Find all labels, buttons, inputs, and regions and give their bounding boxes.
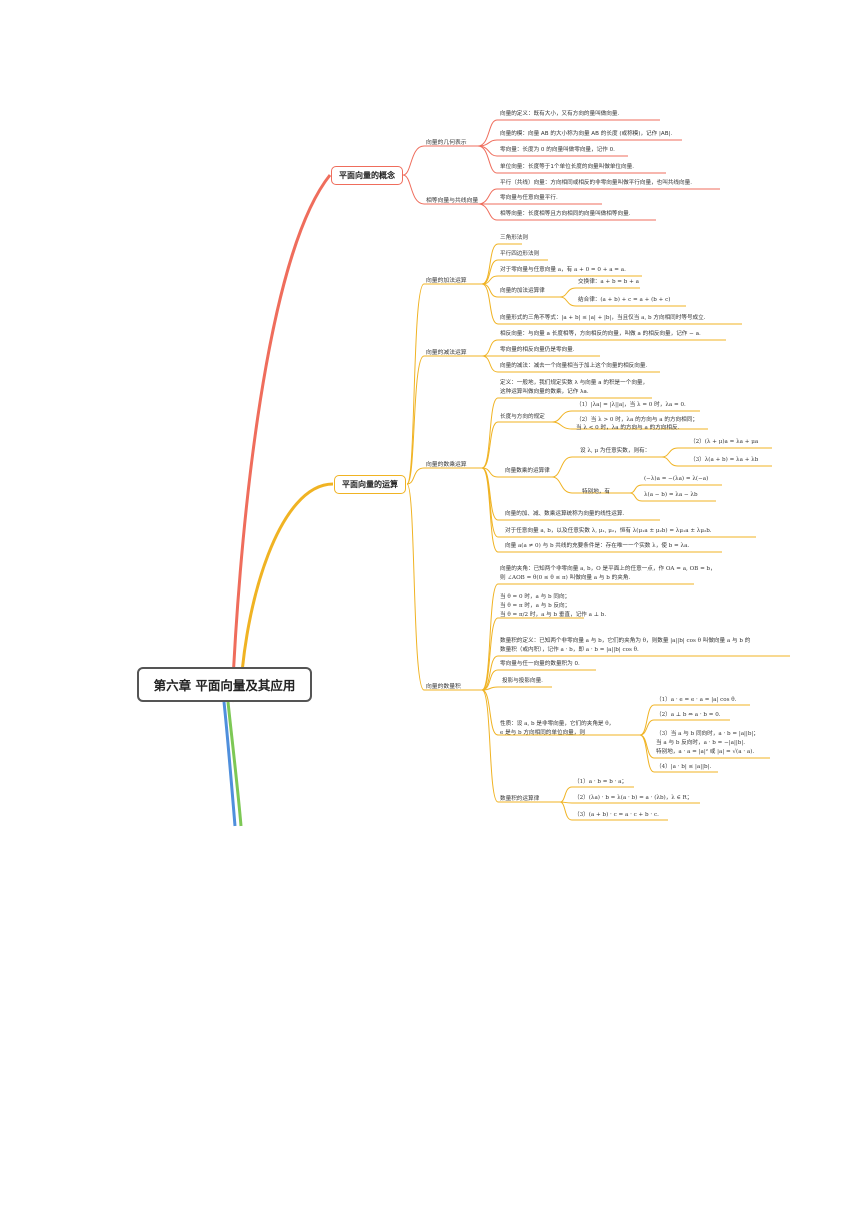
leaf-linear-identity: 对于任意向量 a, b，以及任意实数 λ, μ₁, μ₂，恒有 λ(μ₁a ± … — [505, 528, 712, 534]
leaf-vector-definition: 向量的定义：既有大小，又有方向的量叫做向量. — [500, 111, 620, 117]
leaf-projection: 投影与投影向量. — [502, 678, 543, 684]
leaf-vector-magnitude: 向量的模：向量 AB 的大小称为向量 AB 的长度 (或称模)，记作 |AB|. — [500, 131, 673, 137]
concept-connectors — [402, 119, 720, 221]
leaf-property-3b: 当 a 与 b 反向时，a · b = −|a||b|. — [656, 740, 746, 746]
leaf-let-lambda-mu: 设 λ, μ 为任意实数，则有： — [580, 448, 651, 454]
leaf-length-direction: 长度与方向的规定 — [500, 414, 545, 420]
branch-operations-line — [238, 482, 334, 703]
leaf-theta-half-pi: 当 θ = π/2 时，a 与 b 垂直，记作 a ⊥ b. — [500, 612, 607, 618]
leaf-scalar-def-2: 这种运算叫做向量的数乘，记作 λa. — [500, 389, 589, 395]
operations-connectors — [406, 243, 790, 821]
leaf-zero-dot: 零向量与任一向量的数量积为 0. — [500, 661, 580, 667]
root-topic[interactable]: 第六章 平面向量及其应用 — [137, 667, 312, 702]
leaf-angle-def-1: 向量的夹角：已知两个非零向量 a, b，O 是平面上的任意一点，作 OA = a… — [500, 566, 716, 572]
leaf-length-rule-2b: 当 λ < 0 时，λa 的方向与 a 的方向相反. — [576, 425, 680, 431]
leaf-unit-vector: 单位向量：长度等于1个单位长度的向量叫做单位向量. — [500, 164, 634, 170]
leaf-associative-law: 结合律：(a + b) + c = a + (b + c) — [578, 297, 671, 303]
leaf-theta-0: 当 θ = 0 时，a 与 b 同向； — [500, 594, 571, 600]
leaf-properties-2: e 是与 b 方向相同的单位向量，则 — [500, 730, 585, 736]
leaf-property-4: （4）|a · b| ≤ |a||b|. — [656, 764, 712, 770]
leaf-theta-pi: 当 θ = π 时，a 与 b 反向； — [500, 603, 571, 609]
leaf-length-rule-2a: （2）当 λ > 0 时，λa 的方向与 a 的方向相同； — [576, 417, 698, 423]
leaf-property-1: （1）a · e = e · a = |a| cos θ. — [656, 697, 737, 703]
leaf-property-2: （2）a ⊥ b ⇔ a · b = 0. — [656, 712, 721, 718]
topic-operations[interactable]: 平面向量的运算 — [334, 475, 406, 494]
topic-dot-product[interactable]: 向量的数量积 — [426, 684, 461, 690]
leaf-equal-vectors: 相等向量：长度相等且方向相同的向量叫做相等向量. — [500, 211, 631, 217]
leaf-dot-law-2: （2）(λa) · b = λ(a · b) = a · (λb)，λ ∈ R； — [574, 795, 693, 801]
topic-equal-collinear-vectors[interactable]: 相等向量与共线向量 — [426, 198, 479, 204]
leaf-special-1: (−λ)a = −(λa) = λ(−a) — [644, 476, 709, 482]
leaf-length-rule-1: （1）|λa| = |λ||a|，当 λ = 0 时，λa = 0. — [576, 402, 686, 408]
branch-green-line — [226, 701, 243, 827]
branch-blue-line — [222, 701, 237, 827]
leaf-properties-1: 性质：设 a, b 是非零向量，它们的夹角是 θ， — [500, 721, 615, 727]
leaf-zero-parallel: 零向量与任意向量平行. — [500, 195, 558, 201]
leaf-linear-operations: 向量的加、减、数乘运算统称为向量的线性运算. — [505, 511, 625, 517]
leaf-special-2: λ(a − b) = λa − λb — [644, 492, 698, 498]
leaf-zero-vector: 零向量：长度为 0 的向量叫做零向量，记作 0. — [500, 147, 615, 153]
leaf-zero-opposite: 零向量的相反向量仍是零向量. — [500, 347, 575, 353]
leaf-scalar-law-3: （3）λ(a + b) = λa + λb — [690, 457, 759, 463]
leaf-collinear-condition: 向量 a(a ≠ 0) 与 b 共线的充要条件是：存在唯一一个实数 λ，使 b … — [505, 543, 690, 549]
topic-geometric-representation[interactable]: 向量的几何表示 — [426, 140, 467, 146]
leaf-opposite-vector: 相反向量：与向量 a 长度相等，方向相反的向量，叫做 a 的相反向量，记作 − … — [500, 331, 701, 337]
leaf-special-case: 特别地，有 — [582, 489, 610, 495]
leaf-angle-def-2: 则 ∠AOB = θ(0 ≤ θ ≤ π) 叫做向量 a 与 b 的夹角. — [500, 575, 631, 581]
leaf-triangle-rule: 三角形法则 — [500, 235, 528, 241]
branch-concept-line — [230, 174, 332, 703]
topic-addition[interactable]: 向量的加法运算 — [426, 278, 467, 284]
leaf-triangle-inequality: 向量形式的三角不等式：|a + b| ≤ |a| + |b|，当且仅当 a, b… — [500, 315, 706, 321]
leaf-parallel-vectors: 平行（共线）向量：方向相同或相反的非零向量叫做平行向量，也叫共线向量. — [500, 180, 692, 186]
topic-scalar-multiplication[interactable]: 向量的数乘运算 — [426, 462, 467, 468]
leaf-scalar-law-2: （2）(λ + μ)a = λa + μa — [690, 439, 759, 445]
leaf-parallelogram-rule: 平行四边形法则 — [500, 251, 540, 257]
leaf-property-3a: （3）当 a 与 b 同向时，a · b = |a||b|； — [656, 731, 759, 737]
leaf-addition-laws: 向量的加法运算律 — [500, 288, 545, 294]
leaf-property-3c: 特别地，a · a = |a|² 或 |a| = √(a · a). — [656, 749, 755, 755]
topic-subtraction[interactable]: 向量的减法运算 — [426, 350, 467, 356]
leaf-zero-addition: 对于零向量与任意向量 a，有 a + 0 = 0 + a = a. — [500, 267, 626, 273]
leaf-dot-law-3: （3）(a + b) · c = a · c + b · c. — [574, 812, 659, 818]
leaf-dot-law-1: （1）a · b = b · a； — [574, 779, 628, 785]
leaf-scalar-laws: 向量数乘的运算律 — [505, 468, 550, 474]
leaf-vector-subtraction: 向量的减法：减去一个向量相当于加上这个向量的相反向量. — [500, 363, 648, 369]
leaf-scalar-def-1: 定义：一般地，我们规定实数 λ 与向量 a 的积是一个向量， — [500, 380, 649, 386]
topic-concept[interactable]: 平面向量的概念 — [331, 166, 403, 185]
leaf-commutative-law: 交换律：a + b = b + a — [578, 279, 639, 285]
leaf-dot-def-1: 数量积的定义：已知两个非零向量 a 与 b，它们的夹角为 θ，则数量 |a||b… — [500, 638, 751, 644]
leaf-dot-def-2: 数量积（或内积），记作 a · b，即 a · b = |a||b| cos θ… — [500, 647, 639, 653]
leaf-dot-laws: 数量积的运算律 — [500, 796, 540, 802]
